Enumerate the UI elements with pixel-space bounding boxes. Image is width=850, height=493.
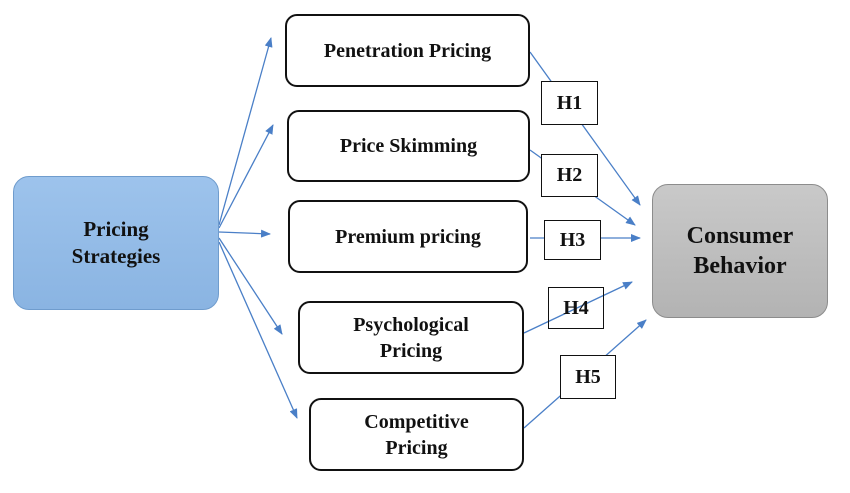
hypothesis-label-h3: H3 — [559, 228, 586, 251]
strategy-node-psychological: Psychological Pricing — [298, 301, 524, 374]
arrow-h4-to-consumer — [523, 281, 633, 334]
hypothesis-box-h4: H4 — [548, 287, 604, 329]
strategy-label-skimming: Price Skimming — [339, 135, 478, 157]
arrow-to-competitive — [218, 241, 298, 419]
strategy-label-psychological: Psychological Pricing — [353, 313, 469, 362]
strategy-label-competitive: Competitive Pricing — [364, 410, 469, 459]
strategy-node-premium: Premium pricing — [288, 200, 528, 273]
strategy-label-premium: Premium pricing — [335, 225, 481, 248]
hypothesis-box-h2: H2 — [541, 154, 598, 197]
target-node-label: Consumer Behavior — [686, 223, 794, 279]
source-node-pricing-strategies: Pricing Strategies — [13, 176, 219, 310]
hypothesis-label-h5: H5 — [575, 365, 601, 388]
strategy-node-skimming: Price Skimming — [287, 110, 530, 182]
strategy-node-penetration: Penetration Pricing — [285, 14, 530, 87]
arrow-to-psychological — [218, 237, 283, 335]
hypothesis-label-h1: H1 — [556, 91, 583, 114]
arrow-to-skimming — [218, 124, 274, 229]
strategy-label-penetration: Penetration Pricing — [323, 39, 492, 62]
hypothesis-label-h2: H2 — [556, 164, 583, 186]
hypothesis-box-h5: H5 — [560, 355, 616, 399]
arrow-h1-to-consumer — [529, 51, 641, 206]
arrow-to-premium — [218, 229, 271, 238]
hypothesis-box-h3: H3 — [544, 220, 601, 260]
target-node-consumer-behavior: Consumer Behavior — [652, 184, 828, 318]
strategy-node-competitive: Competitive Pricing — [309, 398, 524, 471]
hypothesis-label-h4: H4 — [563, 296, 589, 319]
source-node-label: Pricing Strategies — [71, 217, 161, 268]
arrow-to-penetration — [218, 37, 273, 226]
hypothesis-box-h1: H1 — [541, 81, 598, 125]
